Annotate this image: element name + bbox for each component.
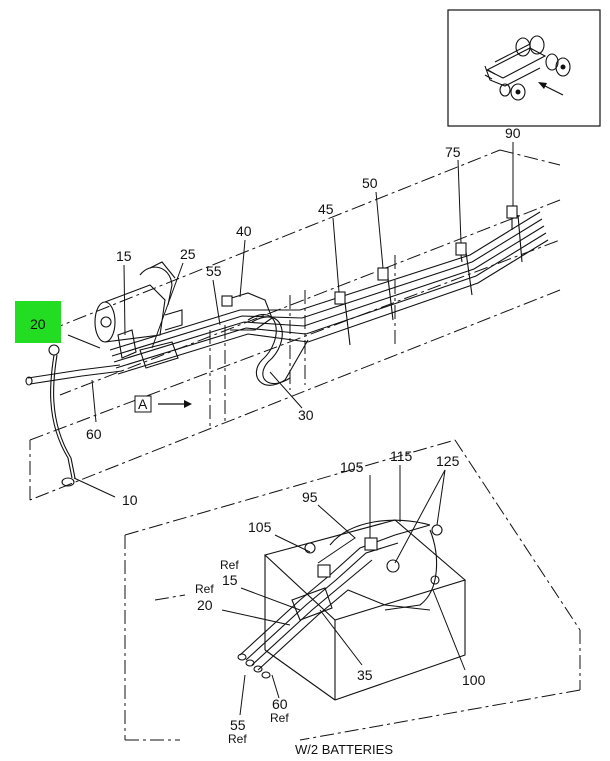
callout-15-ref-tag: Ref	[220, 558, 239, 572]
starter-motor	[94, 261, 183, 343]
callout-60-ref-tag: Ref	[270, 711, 289, 725]
leader-lines	[67, 142, 514, 716]
callout-115: 115	[390, 448, 413, 464]
callout-90: 90	[505, 125, 521, 141]
clamp-45	[334, 291, 351, 346]
callout-105-top: 105	[340, 459, 364, 475]
callout-50: 50	[362, 175, 378, 191]
callout-125: 125	[436, 453, 460, 469]
callout-20-ref: 20	[197, 597, 213, 613]
callout-55-ref-tag: Ref	[228, 732, 247, 746]
callout-35: 35	[357, 667, 373, 683]
clamp-15	[117, 329, 137, 359]
callout-10: 10	[122, 492, 138, 508]
clamp-40	[221, 292, 273, 331]
callout-55: 55	[206, 263, 222, 279]
detail-caption: W/2 BATTERIES	[295, 742, 393, 757]
view-a-marker: A	[134, 395, 192, 413]
cable-60	[25, 364, 123, 386]
clamp-25	[139, 341, 179, 369]
callout-60: 60	[86, 426, 102, 442]
callout-25: 25	[180, 246, 196, 262]
callout-20: 20	[30, 316, 46, 332]
callout-15: 15	[116, 248, 132, 264]
callout-75: 75	[445, 144, 461, 160]
clamp-90	[506, 205, 523, 263]
frame-rail	[29, 149, 561, 501]
cable-bundle	[109, 211, 549, 386]
clamp-50	[377, 267, 394, 321]
callout-40: 40	[236, 223, 252, 239]
callout-95: 95	[302, 489, 318, 505]
callout-60-ref: 60	[272, 696, 288, 712]
callout-30: 30	[298, 407, 314, 423]
locator-inset	[447, 9, 601, 127]
view-a-label: A	[138, 396, 148, 412]
clamp-75	[455, 242, 473, 296]
callout-45: 45	[318, 201, 334, 217]
ground-strap	[48, 344, 76, 487]
callouts: 90 75 50 45 40 55 25 15 20 60 30 10 105 …	[15, 125, 521, 746]
battery-box-detail	[124, 439, 581, 741]
callout-20-ref-tag: Ref	[195, 582, 214, 596]
callout-105-left: 105	[248, 519, 272, 535]
callout-20-highlight	[15, 301, 61, 343]
callout-15-ref: 15	[222, 572, 238, 588]
callout-100: 100	[462, 672, 486, 688]
callout-55-ref: 55	[230, 717, 246, 733]
